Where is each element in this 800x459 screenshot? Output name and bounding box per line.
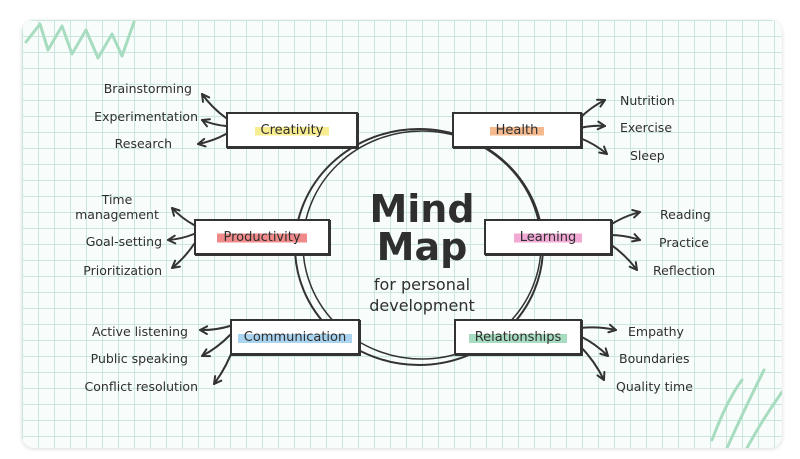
decor-zigzag-top-left <box>24 20 136 60</box>
arrow-research <box>197 133 227 145</box>
node-creativity: Creativity <box>226 112 358 148</box>
arrow-research-head <box>197 137 207 148</box>
arrow-sleep-head <box>598 145 608 155</box>
node-relationships-label: Relationships <box>468 329 568 345</box>
leaf-time-management-line2: management <box>75 207 159 222</box>
node-relationships: Relationships <box>454 319 582 355</box>
arrow-time-management-head <box>171 207 181 217</box>
node-learning-label: Learning <box>513 229 583 245</box>
arrow-goal-setting-head <box>167 234 177 245</box>
leaf-prioritization: Prioritization <box>83 263 162 278</box>
arrow-experimentation-head <box>201 118 211 128</box>
leaf-boundaries: Boundaries <box>619 351 690 366</box>
arrow-nutrition-head <box>596 98 606 108</box>
center-subtitle-line2: development <box>369 296 475 315</box>
leaf-practice: Practice <box>659 235 709 250</box>
arrow-prioritization-head <box>171 259 181 269</box>
leaf-experimentation: Experimentation <box>94 109 198 124</box>
leaf-research: Research <box>114 136 172 151</box>
leaf-time-management-line1: Time <box>101 192 133 207</box>
arrow-reading-head <box>631 209 641 219</box>
connector-layer <box>24 20 782 448</box>
leaf-reflection: Reflection <box>653 263 716 278</box>
leaf-conflict-resolution: Conflict resolution <box>84 379 198 394</box>
node-health: Health <box>452 112 582 148</box>
center-title-line2: Map <box>376 225 468 269</box>
mind-map-card: Mind Map for personal development Creati… <box>22 20 782 448</box>
arrow-boundaries <box>579 335 609 357</box>
center-title: Mind Map <box>352 190 492 266</box>
arrow-active-listening <box>199 325 231 332</box>
arrow-brainstorming <box>201 93 227 119</box>
leaf-public-speaking: Public speaking <box>90 351 188 366</box>
arrow-reflection-head <box>628 261 638 271</box>
arrow-brainstorming-head <box>201 93 211 103</box>
center-title-line1: Mind <box>369 187 475 231</box>
leaf-quality-time: Quality time <box>616 379 693 394</box>
arrow-sleep <box>579 137 608 155</box>
leaf-goal-setting: Goal-setting <box>85 234 162 249</box>
leaf-time-management: Time management <box>62 192 172 222</box>
leaf-sleep: Sleep <box>630 148 665 163</box>
arrow-practice-head <box>631 233 641 243</box>
node-health-label: Health <box>489 122 545 138</box>
arrow-practice <box>609 234 641 241</box>
arrow-boundaries-head <box>599 347 609 357</box>
arrow-prioritization <box>171 243 195 269</box>
center-subtitle-line1: for personal <box>373 275 471 294</box>
arrow-quality-time <box>579 345 605 381</box>
node-creativity-label: Creativity <box>254 122 330 138</box>
arrow-empathy <box>579 326 617 331</box>
leaf-active-listening: Active listening <box>92 324 188 339</box>
arrow-public-speaking-head <box>201 348 211 358</box>
arrow-public-speaking <box>201 334 231 357</box>
node-communication: Communication <box>230 319 360 355</box>
leaf-exercise: Exercise <box>620 120 673 135</box>
decor-strokes-bottom-right <box>710 368 782 448</box>
arrow-reflection <box>609 243 638 271</box>
center-subtitle: for personal development <box>337 274 507 316</box>
node-learning: Learning <box>484 219 612 255</box>
arrow-active-listening-head <box>199 325 209 336</box>
arrow-goal-setting <box>167 233 195 241</box>
leaf-reading: Reading <box>660 207 711 222</box>
leaf-brainstorming: Brainstorming <box>103 81 192 96</box>
node-productivity: Productivity <box>194 219 330 255</box>
node-communication-label: Communication <box>237 329 353 345</box>
arrow-time-management <box>171 207 195 226</box>
arrow-empathy-head <box>607 323 617 334</box>
leaf-nutrition: Nutrition <box>620 93 675 108</box>
arrow-nutrition <box>579 99 606 119</box>
arrow-reading <box>609 211 641 226</box>
node-productivity-label: Productivity <box>217 229 307 245</box>
arrow-quality-time-head <box>596 371 606 381</box>
arrow-exercise-head <box>596 120 606 131</box>
arrow-conflict-resolution-head <box>213 375 223 385</box>
leaf-empathy: Empathy <box>628 324 684 339</box>
